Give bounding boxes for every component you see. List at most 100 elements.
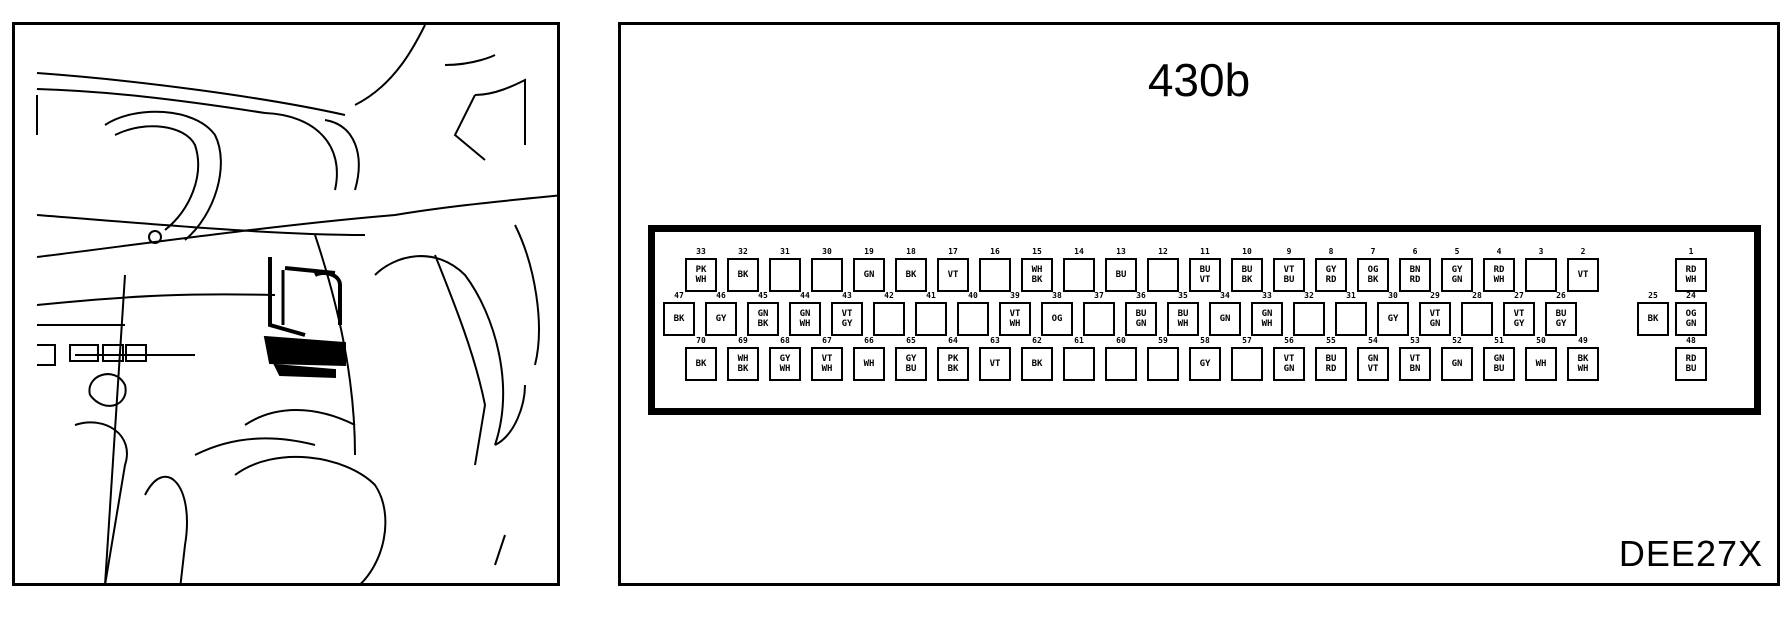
pin-number: 5	[1454, 247, 1460, 256]
connector-pin	[1105, 347, 1137, 381]
pin-number: 40	[968, 291, 978, 300]
wire-color-code: GY	[779, 354, 791, 364]
reference-code: DEE27X	[1618, 533, 1763, 574]
connector-pin: VT	[1567, 258, 1599, 292]
wire-color-code: GN	[1451, 359, 1463, 369]
pin-number: 62	[1032, 336, 1042, 345]
wire-color-code: WH	[1009, 319, 1021, 329]
wire-color-code: BN	[1409, 364, 1421, 374]
wire-color-code: GN	[1219, 314, 1231, 324]
connector-pin	[769, 258, 801, 292]
wire-color-code: GY	[715, 314, 727, 324]
connector-pin	[1063, 347, 1095, 381]
wire-color-code: RD	[1493, 265, 1505, 275]
wire-color-code: OG	[1051, 314, 1063, 324]
wire-color-code: BK	[737, 364, 749, 374]
wire-color-code: BK	[757, 319, 769, 329]
wire-color-code: VT	[1199, 275, 1211, 285]
wire-color-code: GN	[1283, 364, 1295, 374]
wire-color-code: WH	[1685, 275, 1697, 285]
wire-color-code: GN	[1261, 309, 1273, 319]
wire-color-code: BK	[1031, 275, 1043, 285]
connector-pin: BU	[1105, 258, 1137, 292]
wire-color-code: BU	[1555, 309, 1567, 319]
wire-color-code: GY	[1555, 319, 1567, 329]
pin-number: 67	[822, 336, 832, 345]
pin-number: 24	[1686, 291, 1696, 300]
pin-number: 9	[1286, 247, 1292, 256]
wire-color-code: VT	[1283, 265, 1295, 275]
connector-pin	[1147, 258, 1179, 292]
connector-pin: WH	[853, 347, 885, 381]
wire-color-code: WH	[737, 354, 749, 364]
wire-color-code: BU	[905, 364, 917, 374]
pin-number: 50	[1536, 336, 1546, 345]
connector-pin: BK	[727, 258, 759, 292]
connector-pin: BK	[1637, 302, 1669, 336]
wire-color-code: VT	[1283, 354, 1295, 364]
pin-number: 57	[1242, 336, 1252, 345]
wire-color-code: GN	[1493, 354, 1505, 364]
pin-number: 30	[1388, 291, 1398, 300]
wire-color-code: GN	[1685, 319, 1697, 329]
pin-number: 3	[1538, 247, 1544, 256]
wire-color-code: WH	[1493, 275, 1505, 285]
pin-number: 54	[1368, 336, 1378, 345]
connector-pin: GY	[1377, 302, 1409, 336]
connector-pin	[1335, 302, 1367, 336]
pin-number: 42	[884, 291, 894, 300]
pin-number: 58	[1200, 336, 1210, 345]
pin-number: 64	[948, 336, 958, 345]
wire-color-code: OG	[1685, 309, 1697, 319]
wire-color-code: BK	[1367, 275, 1379, 285]
pin-number: 66	[864, 336, 874, 345]
wire-color-code: BK	[695, 359, 707, 369]
wire-color-code: VT	[1577, 270, 1589, 280]
pin-number: 13	[1116, 247, 1126, 256]
wire-color-code: VT	[841, 309, 853, 319]
pin-number: 45	[758, 291, 768, 300]
wire-color-code: PK	[695, 265, 707, 275]
pin-number: 30	[822, 247, 832, 256]
pin-number: 35	[1178, 291, 1188, 300]
wire-color-code: VT	[1429, 309, 1441, 319]
connector-pin	[1293, 302, 1325, 336]
wire-color-code: WH	[1177, 319, 1189, 329]
wire-color-code: PK	[947, 354, 959, 364]
pin-number: 12	[1158, 247, 1168, 256]
pin-number: 28	[1472, 291, 1482, 300]
pin-number: 47	[674, 291, 684, 300]
pin-number: 36	[1136, 291, 1146, 300]
pin-number: 60	[1116, 336, 1126, 345]
wire-color-code: BN	[1409, 265, 1421, 275]
pin-number: 63	[990, 336, 1000, 345]
pin-number: 11	[1200, 247, 1210, 256]
wire-color-code: WH	[863, 359, 875, 369]
pin-number: 31	[780, 247, 790, 256]
wire-color-code: GY	[1325, 265, 1337, 275]
wire-color-code: WH	[1535, 359, 1547, 369]
pin-number: 2	[1580, 247, 1586, 256]
pin-number: 39	[1010, 291, 1020, 300]
wire-color-code: RD	[1325, 275, 1337, 285]
pin-number: 49	[1578, 336, 1588, 345]
connector-pin	[1083, 302, 1115, 336]
pin-number: 33	[1262, 291, 1272, 300]
connector-pin: VT	[979, 347, 1011, 381]
